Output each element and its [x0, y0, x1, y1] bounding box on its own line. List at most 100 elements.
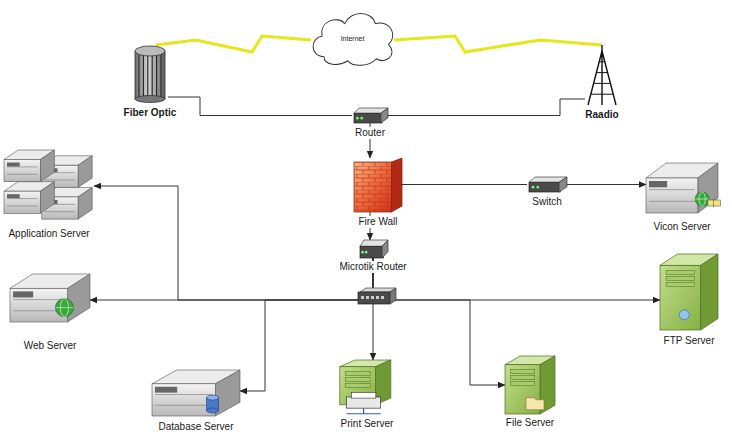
icon-part [532, 186, 535, 189]
icon-part [4, 191, 40, 213]
icon-part [391, 158, 402, 212]
icon-part [666, 282, 694, 286]
icon-part [510, 370, 535, 374]
icon-part [660, 254, 718, 330]
icon-part [695, 199, 709, 200]
device-label: Fiber Optic [122, 107, 179, 119]
icon-part [351, 392, 375, 398]
icon-part [701, 254, 718, 330]
icon-part [695, 192, 709, 206]
icon-part [660, 265, 701, 330]
icon-part [365, 251, 368, 254]
icon-part [646, 163, 718, 213]
icon-part [147, 54, 148, 97]
device-node: Raadio [585, 45, 619, 105]
icon-part [7, 166, 37, 167]
icon-part [78, 156, 92, 188]
icon-part [135, 51, 165, 99]
icon-part [160, 54, 161, 97]
icon-part [679, 310, 689, 320]
icon-part [207, 408, 219, 413]
icon-part [529, 182, 560, 192]
icon-part [360, 246, 383, 258]
icon-part [78, 187, 92, 219]
icon-part [215, 370, 240, 416]
device-label: Switch [530, 196, 563, 208]
icon-part [381, 296, 384, 299]
icon-part [333, 360, 401, 416]
icon-part [207, 395, 219, 400]
icon-part [358, 240, 388, 258]
icon-part [559, 177, 567, 192]
icon-part [152, 54, 153, 97]
icon-part [345, 378, 370, 382]
icon-part [537, 186, 540, 189]
network-link [168, 97, 352, 116]
icon-part [366, 296, 369, 299]
icon-part [155, 394, 212, 395]
device-node: File Server [505, 356, 555, 414]
icon-part [10, 274, 90, 322]
device-node: Switch [527, 177, 567, 192]
network-link [90, 258, 373, 300]
icon-part [155, 387, 177, 393]
network-link [388, 99, 585, 116]
icon-part [646, 178, 698, 213]
icon-part [526, 398, 544, 410]
icon-part [599, 61, 605, 62]
icon-part [55, 299, 73, 317]
icon-part [666, 276, 694, 280]
icon-part [155, 405, 212, 406]
wireless-link [156, 36, 311, 52]
device-label: Internet [339, 34, 367, 43]
icon-part [596, 72, 607, 73]
icon-part [649, 189, 695, 190]
icon-part [40, 150, 54, 182]
icon-part [591, 94, 613, 95]
icon-part [45, 211, 75, 212]
device-node: Application Server [4, 150, 94, 222]
icon-part [510, 382, 535, 386]
icon-part [68, 274, 90, 322]
icon-part [588, 51, 616, 105]
device-label: Print Server [339, 418, 396, 430]
device-label: Database Server [156, 421, 235, 433]
network-link [567, 184, 646, 185]
icon-part [45, 180, 75, 181]
icon-part [390, 288, 396, 304]
icon-part [649, 201, 695, 202]
device-label: Web Server [22, 340, 79, 352]
device-label: Fire Wall [356, 216, 399, 228]
icon-part [13, 291, 33, 297]
icon-part [7, 163, 20, 167]
icon-part [714, 200, 721, 206]
icon-part [345, 384, 370, 388]
icon-part [358, 292, 390, 304]
icon-part [7, 174, 37, 175]
icon-part [156, 54, 157, 97]
icon-part [354, 162, 391, 212]
device-node: Database Server [152, 370, 240, 416]
icon-part [7, 194, 20, 198]
icon-part [585, 45, 619, 105]
icon-part [132, 45, 168, 103]
network-link [373, 258, 505, 385]
icon-part [143, 54, 144, 97]
icon-part [505, 356, 555, 414]
device-label: FTP Server [662, 335, 717, 347]
icon-part [510, 376, 535, 380]
icon-part [7, 205, 37, 206]
icon-part [360, 117, 363, 120]
icon-part [376, 296, 379, 299]
icon-part [345, 372, 370, 376]
icon-part [371, 296, 374, 299]
device-node: Microtik Router [358, 240, 388, 258]
icon-part [138, 54, 139, 97]
device-label: Router [353, 127, 387, 139]
icon-part [4, 160, 40, 182]
device-node: FTP Server [660, 254, 718, 330]
network-link [94, 186, 373, 300]
device-node: Print Server [333, 360, 401, 416]
icon-part [381, 108, 388, 123]
